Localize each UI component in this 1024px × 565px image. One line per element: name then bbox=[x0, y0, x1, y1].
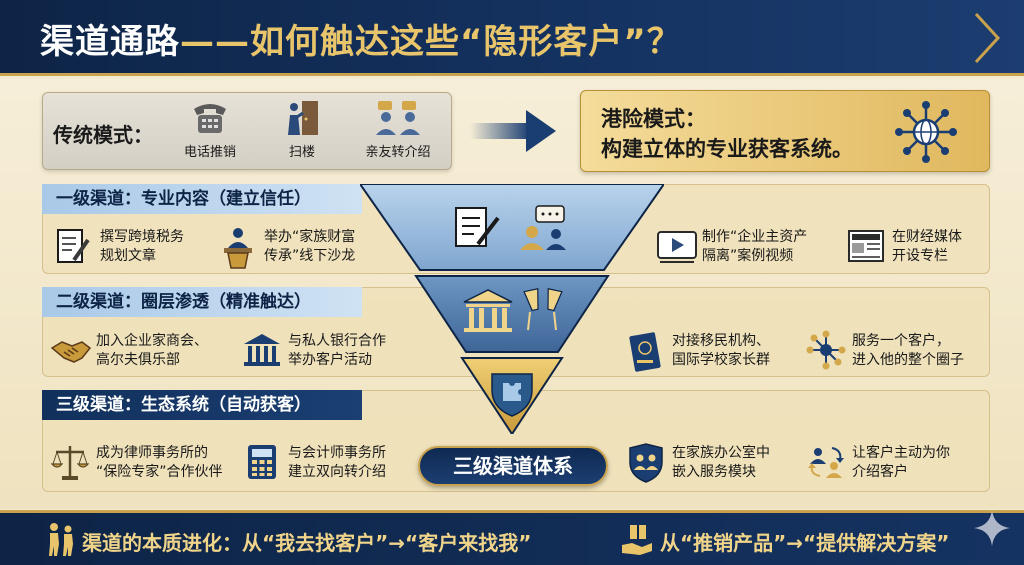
traditional-mode-panel: 传统模式： 电话推销 扫楼 亲友转介绍 bbox=[42, 92, 452, 170]
lecture-podium-icon bbox=[224, 228, 252, 269]
referral-cycle-icon bbox=[808, 447, 844, 478]
hk-mode-panel: 港险模式： 构建立体的专业获客系统。 bbox=[580, 90, 990, 172]
tier3-item: 让客户主动为你介绍客户 bbox=[806, 440, 986, 490]
tier2-label: 二级渠道：圈层渗透（精准触达） bbox=[42, 287, 362, 317]
tier2-item: 服务一个客户， 进入他的整个圈子 bbox=[806, 328, 986, 378]
tier1-item: 制作“企业主资产隔离”案例视频 bbox=[656, 224, 836, 274]
bank-icon bbox=[463, 289, 513, 332]
chevron-right-icon bbox=[974, 12, 1001, 64]
item-text-line1: 加入企业家商会、 bbox=[96, 333, 208, 349]
item-text-line2: 规划文章 bbox=[100, 248, 156, 264]
channel-funnel-diagram bbox=[360, 184, 664, 434]
document-pen-icon bbox=[57, 229, 90, 263]
shield-puzzle-icon bbox=[491, 373, 533, 417]
page-title: 渠道通路——如何触达这些“隐形客户”？ bbox=[40, 22, 682, 62]
tier1-item: 撰写跨境税务规划文章 bbox=[54, 224, 254, 274]
funnel-tier1-segment bbox=[360, 184, 664, 271]
item-text-line2: 传承”线下沙龙 bbox=[264, 248, 356, 264]
header-bar: 渠道通路——如何触达这些“隐形客户”？ bbox=[0, 0, 1024, 76]
traditional-item-door: 扫楼 bbox=[257, 99, 347, 160]
funnel-tier2-segment bbox=[414, 275, 610, 353]
item-text-line2: “保险专家”合作伙伴 bbox=[96, 464, 223, 480]
traditional-item-label: 电话推销 bbox=[183, 145, 236, 160]
tier3-item: 成为律师事务所的 “保险专家”合作伙伴 bbox=[50, 440, 250, 490]
traditional-item-label: 扫楼 bbox=[288, 145, 315, 160]
tier2-item: 与私人银行合作举办客户活动 bbox=[242, 328, 422, 378]
item-text-line1: 让客户主动为你 bbox=[852, 445, 950, 461]
passport-icon bbox=[629, 332, 661, 372]
item-text-line2: 嵌入服务模块 bbox=[672, 464, 756, 480]
traditional-item-phone: 电话推销 bbox=[165, 99, 255, 160]
item-text-line2: 举办客户活动 bbox=[288, 352, 372, 368]
handshake-icon bbox=[50, 341, 92, 363]
hk-mode-title: 港险模式： bbox=[601, 107, 706, 131]
item-text-line2: 国际学校家长群 bbox=[672, 352, 770, 368]
item-text-line1: 在家族办公室中 bbox=[672, 445, 770, 461]
footer-bar: 渠道的本质进化：从“我去找客户”→“客户来找我” 从“推销产品”→“提供解决方案… bbox=[0, 510, 1024, 565]
item-text-line1: 举办“家族财富 bbox=[264, 229, 356, 245]
tier1-item: 举办“家族财富传承”线下沙龙 bbox=[218, 224, 398, 274]
traditional-item-referral: 亲友转介绍 bbox=[353, 99, 443, 160]
scales-icon bbox=[50, 446, 90, 480]
tier1-item: 在财经媒体开设专栏 bbox=[846, 224, 986, 274]
tier3-item: 在家族办公室中嵌入服务模块 bbox=[626, 440, 796, 490]
bank-icon bbox=[244, 334, 280, 366]
hk-mode-subtitle: 构建立体的专业获客系统。 bbox=[601, 137, 853, 161]
tier3-label: 三级渠道：生态系统（自动获客） bbox=[42, 390, 362, 420]
tier2-item: 对接移民机构、国际学校家长群 bbox=[626, 328, 796, 378]
tier1-label: 一级渠道：专业内容（建立信任） bbox=[42, 184, 362, 214]
telephone-icon bbox=[194, 104, 226, 133]
calculator-icon bbox=[248, 445, 276, 479]
three-tier-system-label: 三级渠道体系 bbox=[418, 446, 608, 486]
item-text-line2: 建立双向转介绍 bbox=[288, 464, 386, 480]
people-network-icon bbox=[806, 330, 846, 370]
hand-gift-icon bbox=[622, 525, 652, 555]
item-text-line2: 高尔夫俱乐部 bbox=[96, 352, 180, 368]
item-text-line1: 对接移民机构、 bbox=[672, 333, 770, 349]
network-globe-icon bbox=[895, 101, 957, 163]
document-pen-icon bbox=[455, 207, 500, 247]
tier3-item: 与会计师事务所建立双向转介绍 bbox=[242, 440, 422, 490]
item-text-line2: 介绍客户 bbox=[852, 464, 908, 480]
traditional-mode-label: 传统模式： bbox=[53, 123, 153, 147]
item-text-line1: 撰写跨境税务 bbox=[100, 229, 184, 245]
discussion-people-icon bbox=[520, 205, 566, 250]
newspaper-icon bbox=[848, 230, 884, 262]
item-text-line2: 进入他的整个圈子 bbox=[852, 352, 964, 368]
arrow-right-icon bbox=[470, 110, 556, 152]
item-text-line1: 服务一个客户， bbox=[852, 333, 950, 349]
footer-left-text: 渠道的本质进化：从“我去找客户”→“客户来找我” bbox=[82, 531, 532, 555]
item-text-line2: 开设专栏 bbox=[892, 248, 948, 264]
tier2-item: 加入企业家商会、高尔夫俱乐部 bbox=[50, 328, 240, 378]
friends-referral-icon bbox=[376, 101, 420, 135]
item-text-line1: 在财经媒体 bbox=[892, 229, 962, 245]
item-text-line1: 与会计师事务所 bbox=[288, 445, 386, 461]
champagne-toast-icon bbox=[523, 288, 563, 331]
video-play-icon bbox=[657, 231, 697, 263]
footer-right-text: 从“推销产品”→“提供解决方案” bbox=[660, 531, 950, 555]
door-knocking-icon bbox=[288, 101, 318, 135]
people-walking-icon bbox=[49, 523, 73, 556]
family-shield-icon bbox=[629, 443, 663, 483]
item-text-line1: 与私人银行合作 bbox=[288, 333, 386, 349]
item-text-line1: 成为律师事务所的 bbox=[96, 445, 208, 461]
traditional-item-label: 亲友转介绍 bbox=[365, 145, 431, 160]
item-text-line2: 隔离”案例视频 bbox=[702, 248, 794, 264]
item-text-line1: 制作“企业主资产 bbox=[702, 229, 808, 245]
sparkle-icon bbox=[974, 510, 1010, 546]
